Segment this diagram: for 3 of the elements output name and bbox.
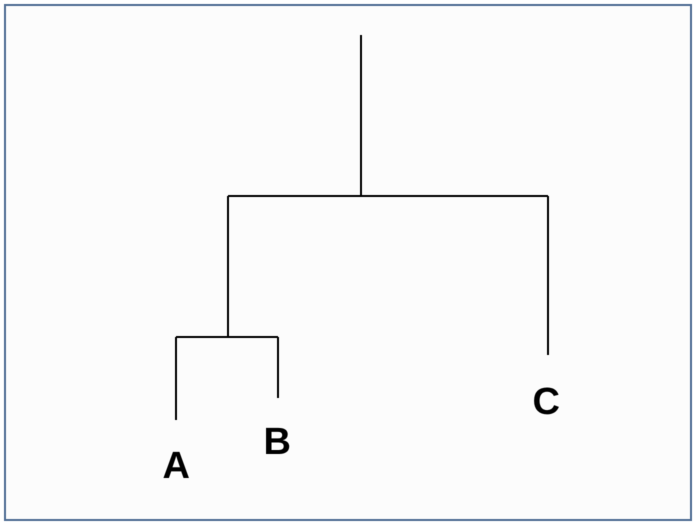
leaf-label: C (532, 382, 560, 422)
leaf-label: A (162, 446, 190, 486)
leaf-label: B (264, 422, 291, 462)
